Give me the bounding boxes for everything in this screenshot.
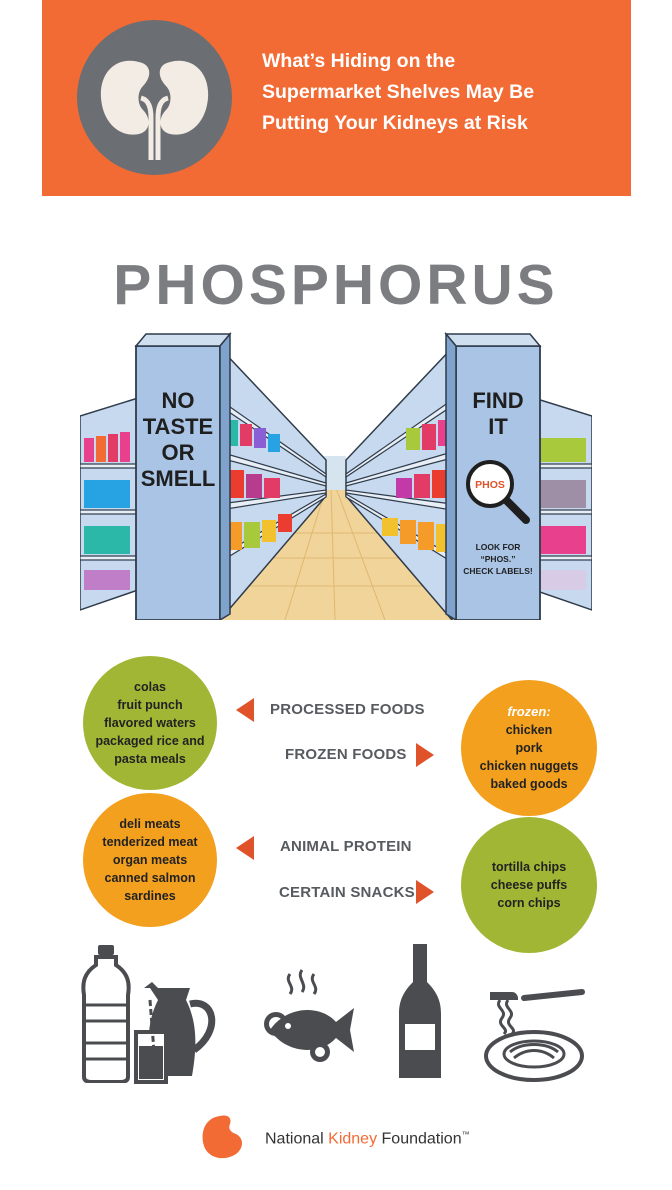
list-item: chicken nuggets (479, 759, 579, 773)
list-item: fruit punch (117, 698, 183, 712)
kidneys-icon (77, 20, 232, 175)
list-item: pasta meals (114, 752, 186, 766)
arrow-left-icon (236, 698, 254, 722)
list-item: organ meats (112, 853, 188, 867)
list-item: sardines (124, 889, 176, 903)
sign-note-line-2: “PHOS.” (481, 554, 516, 564)
sign-note-line-3: CHECK LABELS! (463, 566, 533, 576)
sign-left-line-4: SMELL (141, 466, 216, 491)
water-bottle-icon (76, 943, 136, 1083)
org-name-accent: Kidney (328, 1130, 378, 1148)
magnifier-text: PHOS (475, 479, 505, 491)
arrow-right-icon (416, 743, 434, 767)
sign-right-line-1: FIND (472, 388, 523, 413)
list-item: flavored waters (104, 716, 196, 730)
list-item: deli meats (119, 817, 181, 831)
list-item: pork (515, 741, 543, 755)
list-item: packaged rice and (95, 734, 205, 748)
headline-line-2: Supermarket Shelves May Be (262, 81, 535, 103)
nkf-logo (200, 1114, 244, 1160)
category-label-processed-foods: PROCESSED FOODS (270, 701, 425, 718)
category-label-animal-protein: ANIMAL PROTEIN (280, 838, 412, 855)
headline: What’s Hiding on the Supermarket Shelves… (262, 46, 622, 139)
org-name: National Kidney Foundation™ (265, 1130, 470, 1148)
frozen-subheading: frozen: (507, 704, 551, 719)
sign-left-line-2: TASTE (143, 414, 213, 439)
animal-protein-circle: deli meats tenderized meat organ meats c… (83, 793, 217, 927)
list-item: tortilla chips (491, 860, 567, 874)
processed-foods-circle: colas fruit punch flavored waters packag… (83, 656, 217, 790)
pasta-bowl-icon (482, 972, 592, 1087)
fish-icon (260, 968, 360, 1063)
sign-left-line-3: OR (162, 440, 195, 465)
org-name-part-1: National (265, 1130, 329, 1148)
sign-right-line-2: IT (488, 414, 508, 439)
arrow-right-icon (416, 880, 434, 904)
arrow-left-icon (236, 836, 254, 860)
headline-line-1: What’s Hiding on the (262, 50, 456, 72)
list-item: baked goods (490, 777, 568, 791)
list-item: chicken (505, 723, 553, 737)
list-item: tenderized meat (102, 835, 198, 849)
trademark-symbol: ™ (461, 1130, 470, 1139)
supermarket-aisle-illustration: NO TASTE OR SMELL FIND IT PHOS LOOK FOR … (79, 328, 593, 623)
list-item: cheese puffs (490, 878, 568, 892)
magnifying-glass-icon: PHOS (466, 460, 530, 524)
headline-line-3: Putting Your Kidneys at Risk (262, 112, 528, 134)
certain-snacks-circle: tortilla chips cheese puffs corn chips (461, 817, 597, 953)
list-item: colas (134, 680, 166, 694)
soda-bottle-icon (395, 942, 445, 1082)
sign-left-line-1: NO (162, 388, 195, 413)
category-label-certain-snacks: CERTAIN SNACKS (279, 884, 415, 901)
sign-note-line-1: LOOK FOR (476, 542, 521, 552)
list-item: corn chips (497, 896, 561, 910)
pitcher-and-glass-icon (128, 980, 228, 1085)
org-name-part-2: Foundation (377, 1130, 462, 1148)
category-label-frozen-foods: FROZEN FOODS (285, 746, 407, 763)
main-title: PHOSPHORUS (113, 253, 559, 317)
frozen-foods-circle: frozen: chicken pork chicken nuggets bak… (461, 680, 597, 816)
list-item: canned salmon (104, 871, 196, 885)
